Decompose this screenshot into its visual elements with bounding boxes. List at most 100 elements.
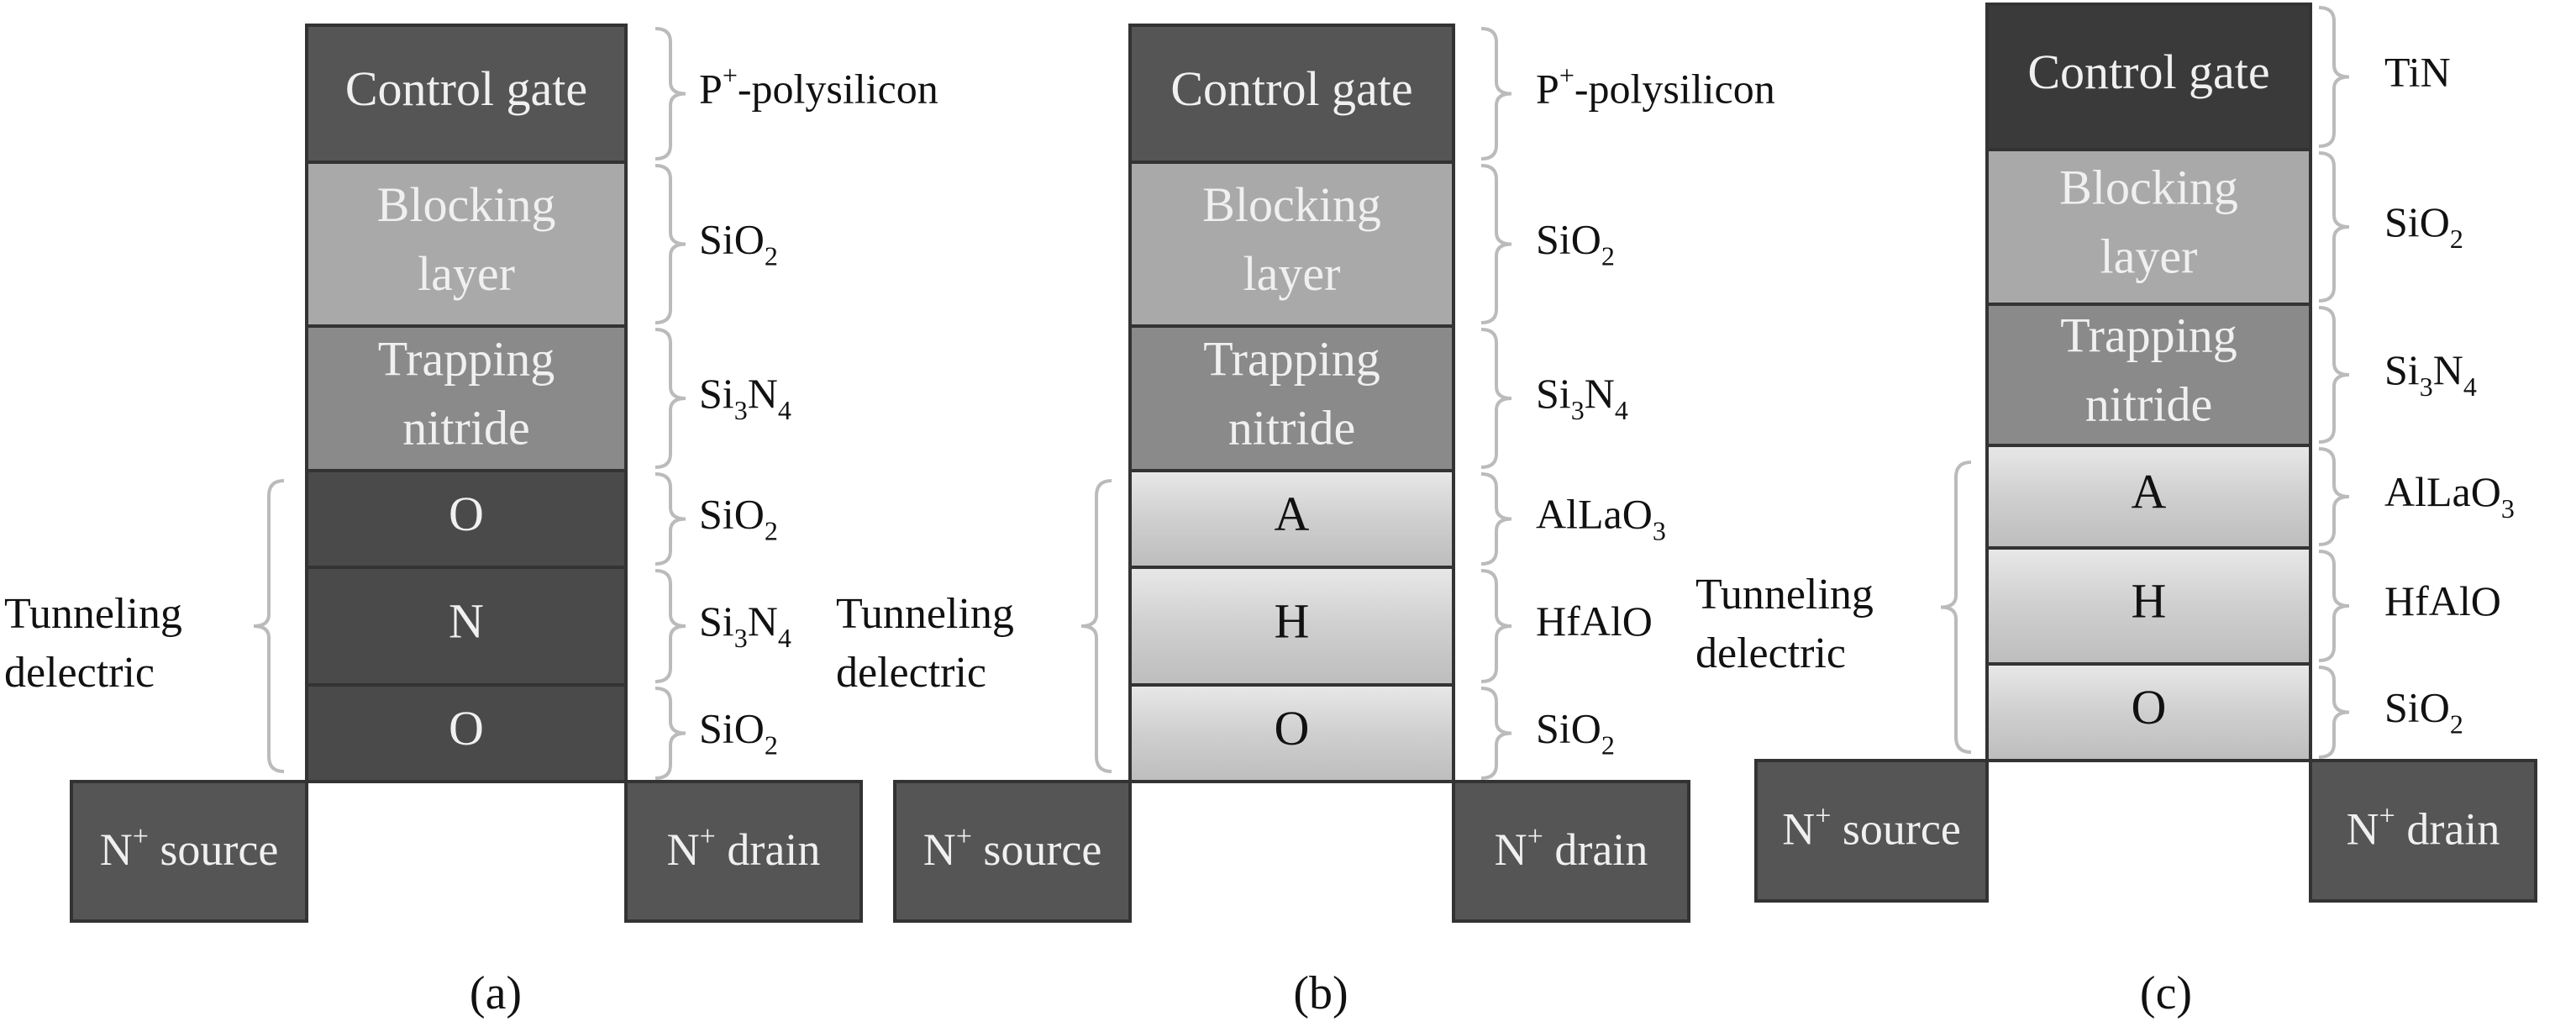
material-label: P+-polysilicon [1536,61,1775,113]
layer-bracket [2318,447,2350,546]
layer-name: O [1275,701,1310,756]
material-label: P+-polysilicon [699,61,938,113]
drain-contact [624,780,863,923]
material-label: SiO2 [1536,216,1615,271]
layer-name: nitride [1228,400,1355,455]
layer-4: O SiO2 [305,469,778,569]
layer-name: O [449,701,484,756]
tunneling-label: Tunneling [4,590,182,638]
drain-label: N+ drain [667,821,821,875]
source-contact [70,780,308,923]
layer-name: layer [418,246,515,301]
layer-name: Trapping [378,331,555,386]
material-label: AlLaO3 [1536,491,1666,546]
tunneling-label: Tunneling [1695,571,1874,619]
layer-bracket [2318,6,2350,148]
source-contact [893,780,1132,923]
layer-1: Control gate P+-polysilicon [1128,24,1775,164]
source-contact [1754,759,1989,903]
layer-bracket [2318,151,2350,303]
material-label: TiN [2384,49,2451,96]
layer-name: A [2132,464,2167,519]
layer-bracket [655,687,686,780]
layer-name: Control gate [2027,45,2269,99]
layer-bracket [1480,164,1512,324]
layer-name: Blocking [2059,160,2238,214]
material-label: Si3N4 [1536,370,1628,425]
layer-bracket [655,569,686,683]
layer-bracket [1480,27,1512,161]
layer-name: nitride [402,400,529,455]
material-label: SiO2 [2384,198,2463,254]
layer-rect [1985,444,2312,550]
layer-name: layer [1243,246,1341,301]
layer-rect [1128,161,1455,328]
layer-4: A AlLaO3 [1128,469,1666,569]
tunneling-bracket [253,479,285,773]
layer-name: nitride [2085,376,2212,431]
layer-name: N [449,593,484,648]
layer-name: H [2132,573,2167,628]
layer-bracket [1480,687,1512,780]
layer-2: Blocking layer SiO2 [1985,148,2463,306]
layer-1: Control gate TiN [1985,3,2451,151]
source-label: N+ source [923,821,1102,875]
layer-5: N Si3N4 [305,566,791,687]
layer-name: Control gate [1170,61,1412,116]
layer-name: Blocking [1202,177,1381,232]
layer-bracket [655,328,686,469]
layer-bracket [655,164,686,324]
layer-name: O [2132,680,2167,735]
drain-label: N+ drain [1495,821,1648,875]
layer-rect [1128,469,1455,569]
layer-2: Blocking layer SiO2 [1128,161,1615,328]
layer-bracket [2318,666,2350,759]
layer-rect [1128,683,1455,783]
drain-label: N+ drain [2347,801,2500,855]
layer-rect [305,469,628,569]
material-label: Si3N4 [699,370,791,425]
layer-rect [1985,662,2312,762]
layer-bracket [1480,328,1512,469]
tunneling-label: Tunneling [836,590,1014,638]
material-label: Si3N4 [699,598,791,653]
material-label: SiO2 [699,491,778,546]
layer-1: Control gate P+-polysilicon [305,24,938,164]
layer-bracket [655,27,686,161]
layer-name: A [1275,487,1310,541]
layer-rect [1985,303,2312,447]
panel-caption: (a) [470,967,522,1019]
material-label: SiO2 [699,705,778,761]
layer-4: A AlLaO3 [1985,444,2515,550]
layer-name: Blocking [377,177,556,232]
drain-contact [2309,759,2537,903]
panel-caption: (b) [1293,967,1348,1019]
tunneling-label: delectric [4,649,155,697]
layer-bracket [2318,550,2350,662]
material-label: AlLaO3 [2384,468,2515,524]
layer-name: layer [2100,229,2198,283]
drain-contact [1452,780,1690,923]
layer-name: H [1275,593,1310,648]
layer-rect [305,683,628,783]
layer-bracket [655,472,686,566]
layer-6: O SiO2 [305,683,778,783]
layer-name: Control gate [345,61,587,116]
layer-6: O SiO2 [1985,662,2463,762]
source-label: N+ source [100,821,279,875]
layer-name: O [449,487,484,541]
layer-name: Trapping [2060,308,2237,362]
material-label: SiO2 [2384,684,2463,740]
layer-rect [1985,148,2312,306]
layer-rect [1128,324,1455,472]
source-label: N+ source [1782,801,1961,855]
tunneling-label: delectric [836,649,986,697]
